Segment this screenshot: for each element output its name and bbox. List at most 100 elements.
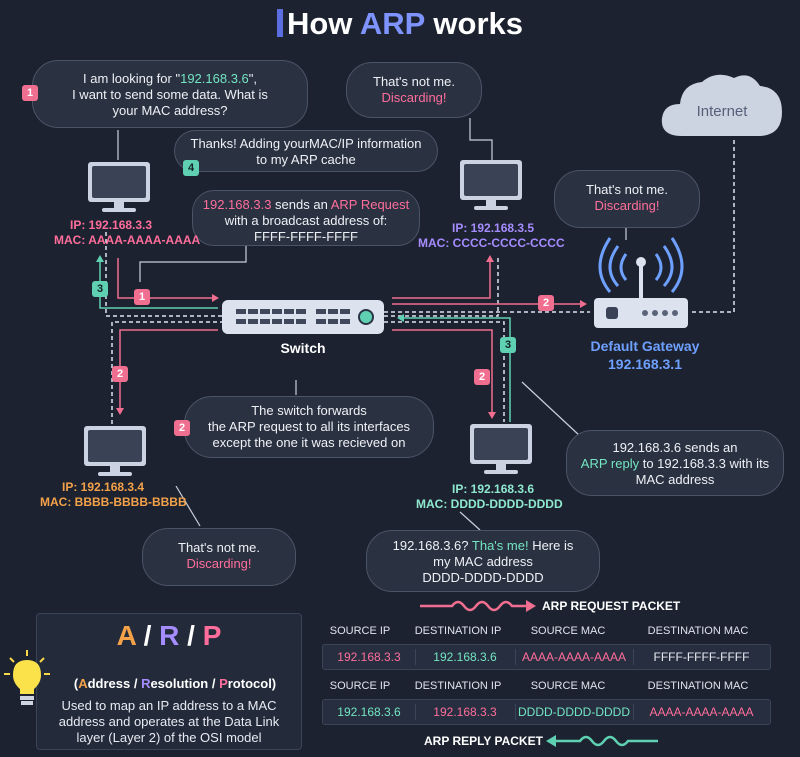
step-badge-2: 2 [174,420,190,436]
slash: / [143,620,152,651]
host-192-168-3-4-mac: MAC: BBBB-BBBB-BBBB [40,495,187,509]
desc-line2: address and operates at the Data Link [58,714,280,729]
rep-destination-mac: AAAA-AAAA-AAAA [649,705,754,719]
not-me-top-line2: Discarding! [381,90,447,105]
fwd-line3: except the one it was recieved on [212,435,406,450]
header-source-ip: SOURCE IP [329,680,391,692]
title-prefix: How [286,6,360,41]
computer-icon [88,162,150,212]
host-192-168-3-6-mac: MAC: DDDD-DDDD-DDDD [416,497,563,511]
reply-highlight: ARP reply [580,456,640,471]
bubble-not-me-top: That's not me. Discarding! [346,62,482,118]
bubble-not-me-gateway: That's not me. Discarding! [554,170,700,228]
not-me-gw-line1: That's not me. [586,182,668,197]
b1-ip: 192.168.3.6 [180,71,249,86]
header-destination-mac: DESTINATION MAC [647,625,749,637]
lightbulb-icon [4,650,50,705]
rep-source-ip: 192.168.3.6 [337,705,401,719]
network-switch-icon [222,300,384,334]
req-highlight: ARP Request [330,197,410,212]
rep-source-mac: DDDD-DDDD-DDDD [518,705,630,719]
step-badge-1: 1 [134,289,150,305]
b1-line3: your MAC address? [112,103,228,118]
bubble-switch-forwards: The switch forwards the ARP request to a… [184,396,434,458]
computer-icon [84,426,146,476]
me-post: Here is [528,538,574,553]
request-packet-row: 192.168.3.3 192.168.3.6 AAAA-AAAA-AAAA F… [322,644,771,670]
step-badge-3: 3 [500,337,516,353]
reply-line2: to 192.168.3.3 with its [639,456,770,471]
bubble-looking-for: I am looking for "192.168.3.6", I want t… [32,60,308,128]
not-me-left-line2: Discarding! [186,556,252,571]
reply-line3: MAC address [635,472,715,487]
me-pre: 192.168.3.6? [392,538,472,553]
gateway-name: Default Gateway [590,338,700,354]
reply-line1: 192.168.3.6 sends an [612,440,738,455]
req-destination-mac: FFFF-FFFF-FFFF [653,650,750,664]
arp-request-packet-label: ARP REQUEST PACKET [542,599,681,613]
b1-text-post: ", [248,71,258,86]
req-source-mac: AAAA-AAAA-AAAA [521,650,627,664]
not-me-gw-line2: Discarding! [594,198,660,213]
word-r: R [141,676,151,691]
title-accent-bar [276,9,283,37]
computer-icon [470,424,532,474]
bubble-thanks: Thanks! Adding yourMAC/IP information to… [174,130,438,172]
me-highlight: Tha's me! [471,538,529,553]
slash: / [187,620,195,651]
letter-a: A [116,620,136,651]
not-me-left-line1: That's not me. [178,540,260,555]
header-destination-ip: DESTINATION IP [414,680,502,692]
header-destination-mac: DESTINATION MAC [647,680,749,692]
b1-line2: I want to send some data. What is [72,87,268,102]
gateway-ip: 192.168.3.1 [608,356,682,372]
arp-reply-packet-label: ARP REPLY PACKET [424,734,543,748]
header-source-mac: SOURCE MAC [530,625,606,637]
word-a-rest: ddress / [87,676,142,691]
internet-label: Internet [696,103,748,120]
bubble-arp-reply: 192.168.3.6 sends an ARP reply to 192.16… [566,430,784,496]
router-icon [594,298,688,328]
word-r-rest: esolution / [150,676,220,691]
step-badge-1: 1 [22,85,38,101]
letter-p: P [202,620,222,651]
step-badge-2: 2 [112,366,128,382]
reply-packet-row: 192.168.3.6 192.168.3.3 DDDD-DDDD-DDDD A… [322,699,771,725]
host-192-168-3-3-ip: IP: 192.168.3.3 [70,218,153,232]
bubble-not-me-left: That's not me. Discarding! [142,528,296,586]
step-badge-2: 2 [474,369,490,385]
word-p-rest: rotocol) [227,676,277,691]
letter-r: R [159,620,180,651]
req-ip: 192.168.3.3 [202,197,272,212]
not-me-top-line1: That's not me. [373,74,455,89]
host-192-168-3-5-ip: IP: 192.168.3.5 [452,221,535,235]
header-source-ip: SOURCE IP [329,625,391,637]
default-gateway-label: Default Gateway 192.168.3.1 [570,337,720,373]
desc-line1: Used to map an IP address to a MAC [61,698,277,713]
b1-text-pre: I am looking for " [82,71,181,86]
rep-destination-ip: 192.168.3.3 [433,705,497,719]
bubble-thats-me: 192.168.3.6? Tha's me! Here is my MAC ad… [366,530,600,592]
req-line3: FFFF-FFFF-FFFF [254,229,358,244]
title-suffix: works [424,6,524,41]
step-badge-3: 3 [92,281,108,297]
page-title: How ARP works [0,6,800,42]
paren: ( [73,676,79,691]
fwd-line2: the ARP request to all its interfaces [207,419,411,434]
host-192-168-3-3-mac: MAC: AAAA-AAAA-AAAA [54,233,201,247]
fwd-line1: The switch forwards [251,403,367,418]
arp-expansion: (Address / Resolution / Protocol) [50,676,300,691]
switch-label: Switch [280,340,326,356]
step-badge-4: 4 [183,160,199,176]
word-p: P [219,676,228,691]
thanks-line1: Thanks! Adding yourMAC/IP information [190,136,422,151]
req-source-ip: 192.168.3.3 [337,650,401,664]
bubble-arp-request: 192.168.3.3 sends an ARP Request with a … [192,190,420,246]
arp-description: Used to map an IP address to a MAC addre… [44,698,294,746]
wifi-signal-icon [598,237,684,298]
host-192-168-3-4-ip: IP: 192.168.3.4 [62,480,145,494]
req-destination-ip: 192.168.3.6 [433,650,497,664]
host-192-168-3-5-mac: MAC: CCCC-CCCC-CCCC [418,236,565,250]
word-a: A [78,676,88,691]
